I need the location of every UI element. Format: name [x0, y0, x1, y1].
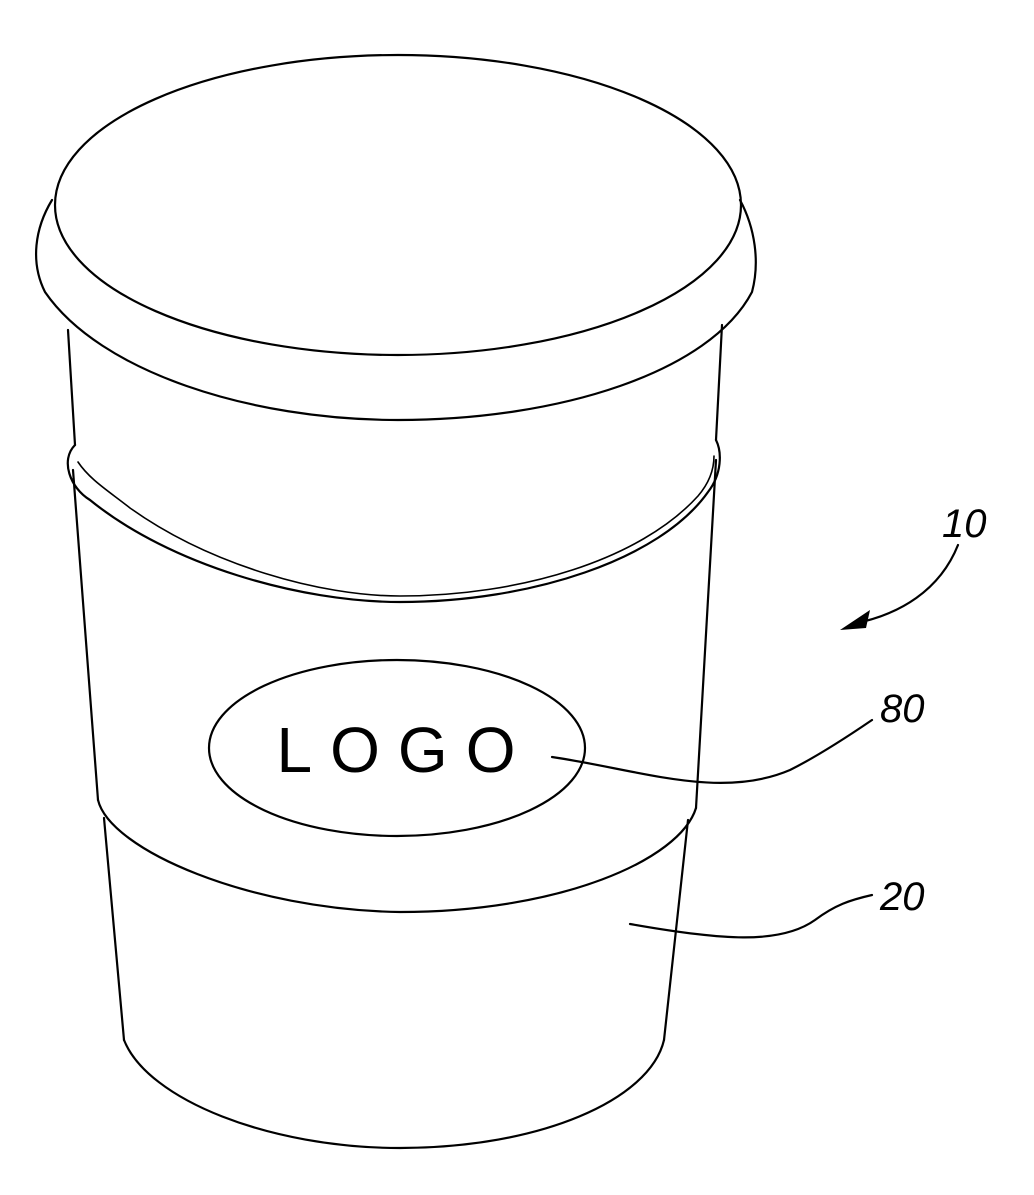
- cup-upper-left-wall: [68, 330, 75, 445]
- sleeve-right-wall: [696, 460, 716, 808]
- ref-80-leader: [552, 720, 872, 783]
- arrowhead-icon: [840, 610, 870, 630]
- sleeve-top-edge: [68, 440, 720, 602]
- cup-upper-right-wall: [716, 325, 722, 440]
- cup-bottom: [124, 1040, 664, 1148]
- ref-label-80: 80: [880, 687, 925, 731]
- sleeve: [68, 440, 720, 912]
- ref-20-callout: 20: [630, 875, 925, 937]
- sleeve-bottom-edge: [98, 800, 696, 912]
- sleeve-top-edge-inner: [78, 456, 714, 596]
- cup-lower-left-wall: [104, 818, 124, 1040]
- ref-80-callout: 80: [552, 687, 925, 783]
- ref-10-callout: 10: [840, 502, 987, 630]
- lid-top: [55, 55, 741, 355]
- cup-lower-body: [104, 818, 688, 1148]
- lid-rim: [36, 200, 756, 420]
- sleeve-left-wall: [73, 470, 98, 800]
- ref-label-10: 10: [942, 502, 987, 546]
- logo-text: LOGO: [277, 714, 534, 786]
- ref-label-20: 20: [879, 875, 925, 919]
- logo-badge: LOGO: [209, 660, 585, 836]
- ref-20-leader: [630, 895, 872, 937]
- lid: [36, 55, 756, 420]
